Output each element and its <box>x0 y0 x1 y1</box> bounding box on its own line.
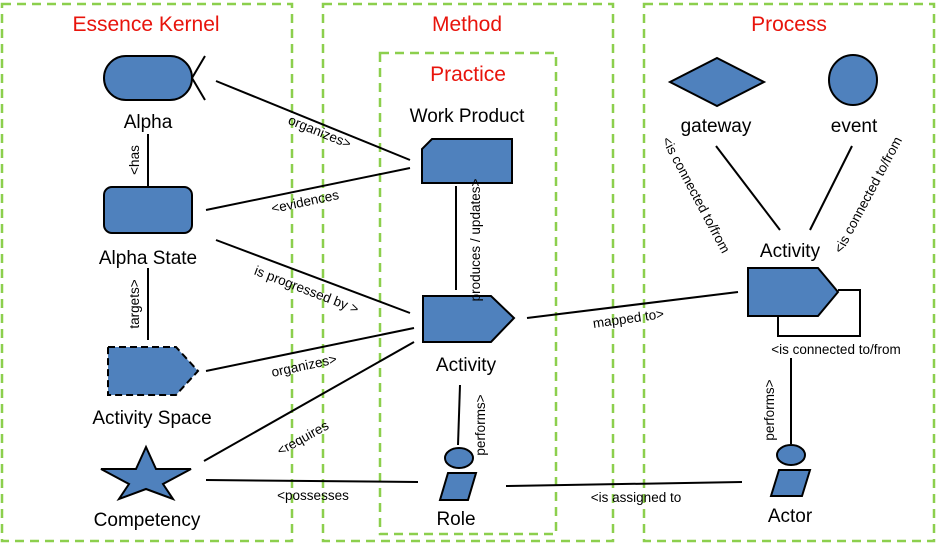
work-product-icon <box>421 138 513 184</box>
process-activity-label: Activity <box>760 241 821 262</box>
role-node: Role <box>436 447 478 530</box>
edge-label-has: <has <box>127 145 142 175</box>
alpha-label: Alpha <box>124 112 173 133</box>
edge-label-self-connected: <is connected to/from <box>771 342 900 357</box>
role-label: Role <box>436 509 475 530</box>
competency-node: Competency <box>94 444 201 531</box>
actor-body-icon <box>769 469 812 497</box>
activity-space-node: Activity Space <box>92 346 212 429</box>
role-head-icon <box>444 447 474 469</box>
competency-label: Competency <box>94 510 201 531</box>
alpha-node: Alpha <box>103 55 206 133</box>
process-title: Process <box>751 13 827 36</box>
edge-role-performs-activity <box>457 384 461 446</box>
edge-label-assigned: <is assigned to <box>591 490 681 505</box>
alpha-tail-icon <box>190 55 206 101</box>
edge-label-performs-actor: performs> <box>762 379 777 440</box>
method-title: Method <box>432 13 502 36</box>
edge-competency-possesses-role <box>205 479 419 483</box>
activity-space-icon <box>107 346 200 396</box>
edge-label-possesses: <possesses <box>277 488 349 503</box>
edge-label-mapped: mapped to> <box>592 306 665 331</box>
actor-node: Actor <box>768 444 813 527</box>
edge-gateway-activity <box>715 145 781 231</box>
process-activity-icon <box>747 267 840 317</box>
event-label: event <box>831 116 878 137</box>
process-frame <box>642 2 936 543</box>
activity-label: Activity <box>436 355 497 376</box>
edges <box>147 80 861 487</box>
edge-label-event-connected: <is connected to/from <box>831 134 905 255</box>
edge-alpha-organizes-workproduct <box>215 80 411 161</box>
edge-event-activity <box>809 145 853 231</box>
edge-label-evidences: <evidences <box>270 187 341 216</box>
essence-kernel-title: Essence Kernel <box>72 13 219 36</box>
activity-icon <box>422 295 516 343</box>
edge-state-evidences-workproduct <box>205 167 411 211</box>
edge-activity-self-loop <box>777 289 861 337</box>
gateway-label: gateway <box>681 116 752 137</box>
edge-state-progressed-activity <box>215 239 411 314</box>
edge-role-assigned-actor <box>505 481 743 487</box>
actor-head-icon <box>776 444 806 466</box>
event-icon <box>828 54 878 106</box>
essence-kernel-frame <box>0 2 294 543</box>
star-icon <box>100 444 192 502</box>
edge-label-produces: produces / updates> <box>468 179 483 302</box>
alpha-state-icon <box>103 186 193 234</box>
gateway-icon <box>667 56 767 108</box>
edge-label-targets: targets> <box>127 279 142 328</box>
activity-space-label: Activity Space <box>92 408 211 429</box>
role-body-icon <box>438 472 478 501</box>
edge-activity-mapped-process <box>526 291 739 319</box>
method-frame <box>321 2 615 543</box>
practice-title: Practice <box>430 63 506 86</box>
edge-label-performs-role: performs> <box>473 394 488 455</box>
edge-competency-requires-activity <box>203 341 415 462</box>
edge-space-organizes-activity <box>205 327 415 372</box>
practice-frame <box>378 51 558 536</box>
edge-label-progressed: is progressed by > <box>252 263 361 317</box>
alpha-state-node: Alpha State <box>99 186 197 269</box>
work-product-label: Work Product <box>410 106 525 127</box>
alpha-icon <box>103 55 193 101</box>
alpha-state-label: Alpha State <box>99 248 197 269</box>
actor-label: Actor <box>768 506 813 527</box>
